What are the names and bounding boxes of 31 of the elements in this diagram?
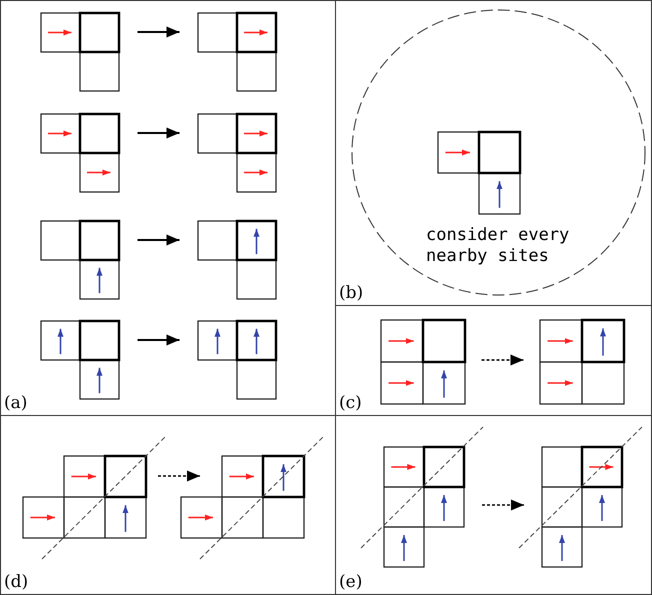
panel-label: (d): [4, 572, 28, 592]
lattice-drawing: [40, 320, 120, 400]
arrow: [138, 128, 180, 138]
arrow: [482, 500, 524, 510]
lattice-drawing: [197, 12, 277, 92]
lattice-drawing: [22, 455, 147, 539]
panel-label: (a): [4, 393, 28, 413]
lattice-drawing: [40, 113, 120, 193]
circle-caption: consider every nearby sites: [426, 225, 570, 267]
arrow: [158, 470, 200, 482]
arrow: [138, 234, 180, 246]
lattice-drawing: [541, 446, 623, 568]
panel-label: (e): [339, 572, 362, 592]
lattice-drawing: [539, 319, 625, 405]
arrow: [138, 26, 180, 38]
lattice-drawing: [437, 131, 521, 215]
arrow: [138, 334, 180, 346]
panel-frame: [0, 0, 336, 416]
panel-frame: [0, 415, 336, 595]
lattice-drawing: [197, 113, 277, 193]
panel-label: (b): [339, 283, 364, 303]
lattice-drawing: [197, 220, 277, 300]
arrow: [482, 354, 524, 366]
lattice-drawing: [40, 220, 120, 300]
panel-frame: [335, 415, 652, 595]
lattice-drawing: [380, 319, 466, 405]
lattice-drawing: [197, 320, 277, 400]
lattice-drawing: [40, 12, 120, 92]
lattice-drawing: [180, 455, 305, 539]
lattice-drawing: [383, 446, 465, 568]
panel-label: (c): [339, 393, 362, 413]
